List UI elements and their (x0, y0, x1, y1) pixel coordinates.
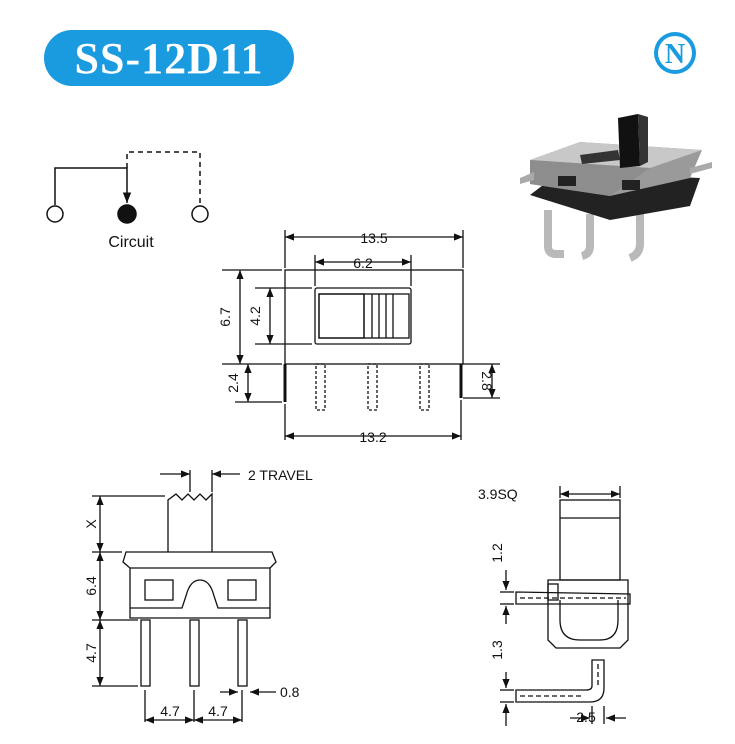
dim-front-body-height: 6.4 (83, 576, 99, 596)
product-title: SS-12D11 (74, 33, 264, 83)
dim-side-lower: 1.3 (489, 640, 505, 660)
dim-pin-pitch-2: 4.7 (208, 703, 228, 719)
brand-logo-icon: N (654, 32, 696, 74)
dim-actuator-height: X (83, 519, 99, 529)
top-view-drawing (222, 230, 500, 440)
side-view-drawing (500, 486, 631, 726)
dim-side-upper: 1.2 (489, 543, 505, 563)
circuit-diagram (46, 151, 209, 224)
dim-pin-width: 0.8 (280, 684, 300, 700)
dim-travel: 2 TRAVEL (248, 467, 313, 483)
product-render (520, 114, 712, 262)
product-title-badge: SS-12D11 (44, 30, 294, 86)
circuit-label: Circuit (108, 234, 154, 251)
dim-overall-width: 13.5 (360, 230, 387, 246)
dim-pin-pitch-1: 4.7 (160, 703, 180, 719)
dim-pin-length-left: 2.4 (225, 373, 241, 393)
dim-slider-width: 6.2 (353, 255, 373, 271)
dim-bend-width: 2.5 (576, 709, 596, 725)
dim-body-height: 6.7 (217, 307, 233, 327)
svg-text:N: N (665, 39, 685, 70)
dim-pin-span: 13.2 (359, 429, 386, 445)
dim-actuator-size: 3.9SQ (478, 486, 518, 502)
dim-front-pin-length: 4.7 (83, 643, 99, 663)
dim-pin-length-right: 2.8 (479, 371, 495, 391)
front-view-drawing (92, 470, 277, 724)
dim-slider-height: 4.2 (247, 306, 263, 326)
